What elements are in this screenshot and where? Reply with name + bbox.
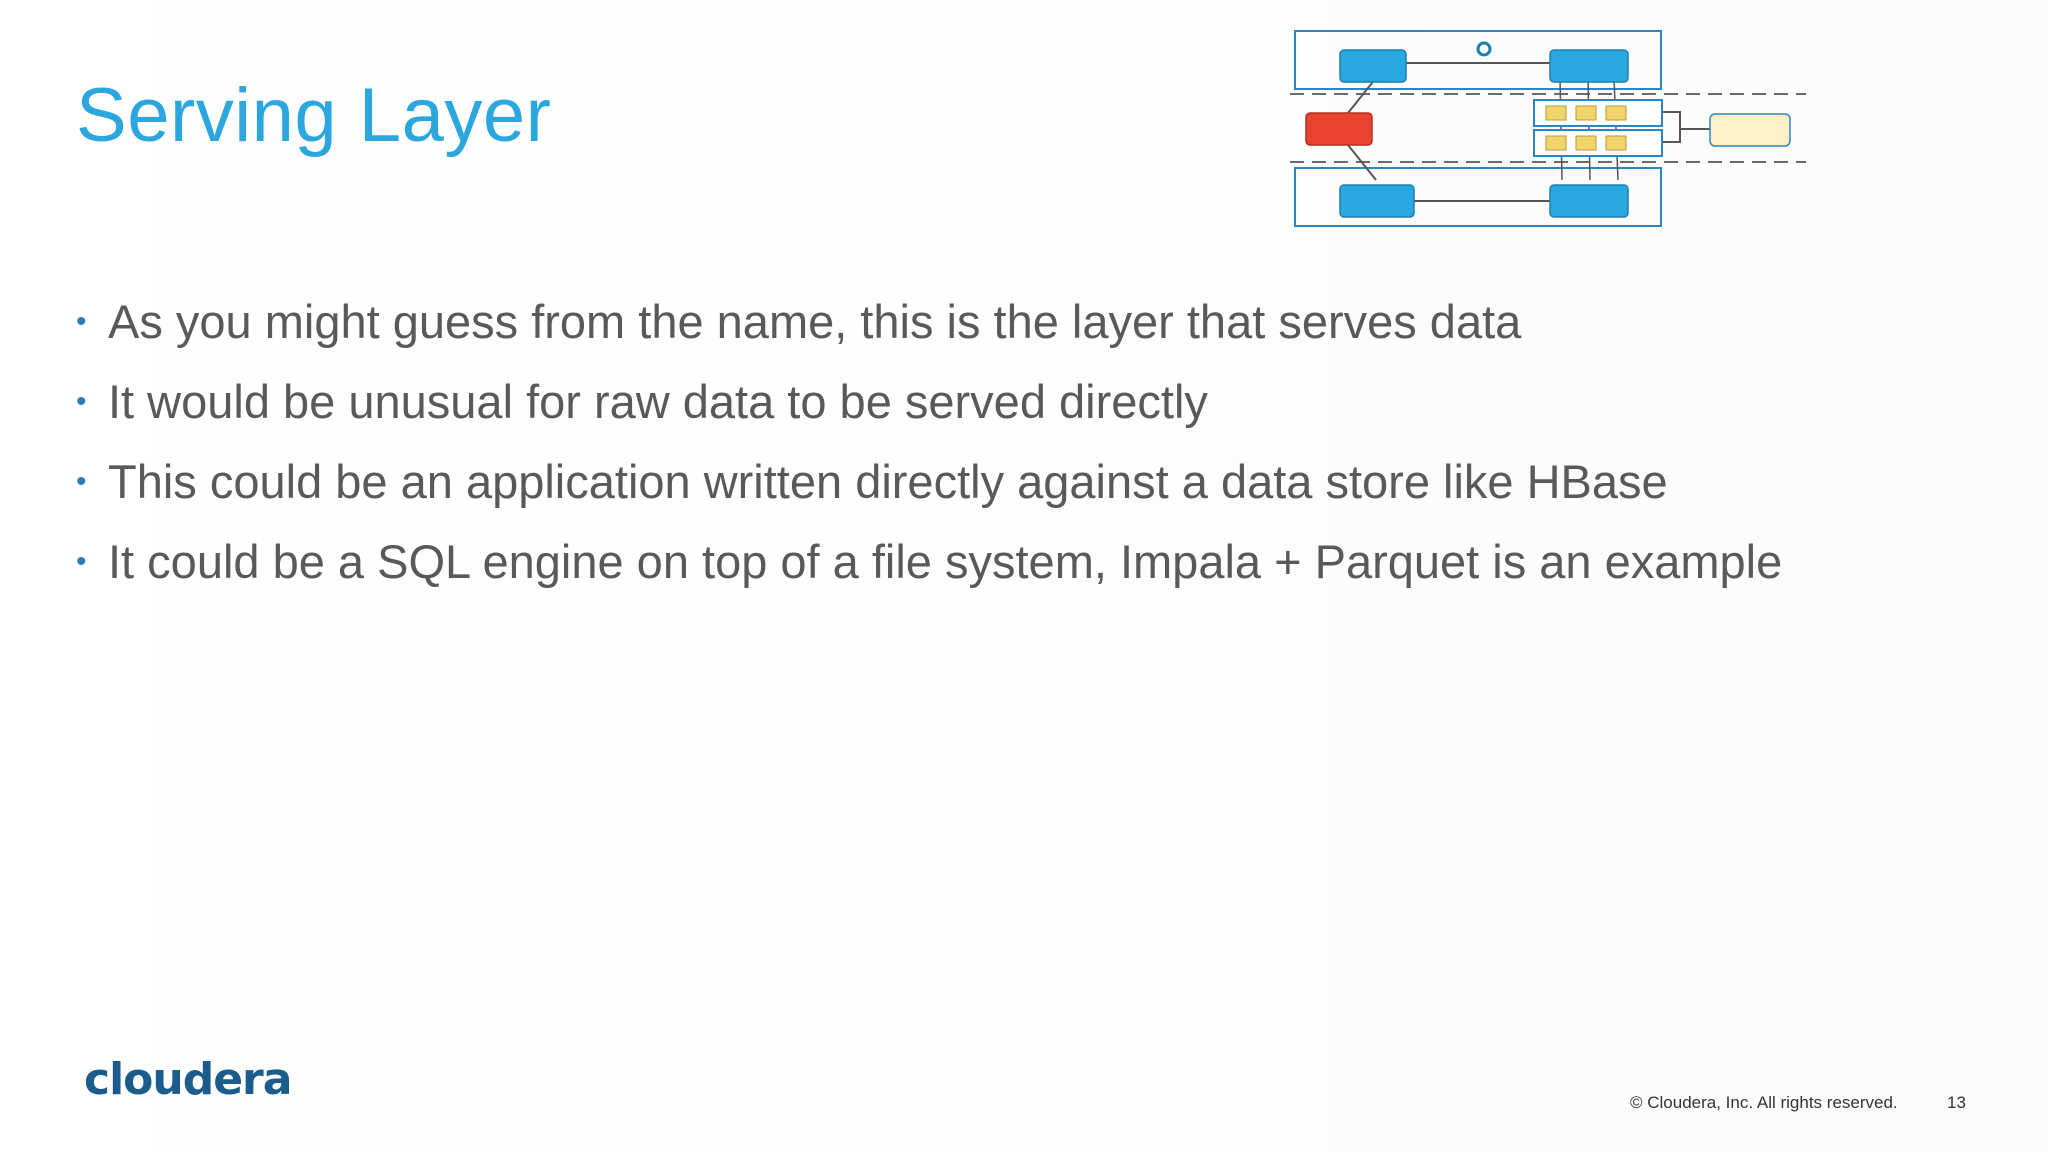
bullet-marker: • bbox=[76, 545, 87, 578]
bullet-marker: • bbox=[76, 465, 87, 498]
bullet-text: It could be a SQL engine on top of a fil… bbox=[108, 534, 1783, 588]
cloudera-logo: cloudera bbox=[84, 1054, 292, 1105]
bullet-item: • It could be a SQL engine on top of a f… bbox=[76, 522, 1782, 602]
slide-title: Serving Layer bbox=[76, 73, 552, 158]
node-output bbox=[1709, 113, 1791, 147]
bullet-list: • As you might guess from the name, this… bbox=[76, 282, 1782, 602]
node-top-left bbox=[1339, 49, 1407, 83]
node-red bbox=[1305, 112, 1373, 146]
bullet-item: • It would be unusual for raw data to be… bbox=[76, 362, 1782, 442]
bullet-text: This could be an application written dir… bbox=[108, 454, 1668, 508]
copyright-text: © Cloudera, Inc. All rights reserved. bbox=[1630, 1093, 1898, 1112]
bullet-text: As you might guess from the name, this i… bbox=[108, 294, 1522, 348]
node-bottom-left bbox=[1339, 184, 1415, 218]
bullet-marker: • bbox=[76, 305, 87, 338]
node-bottom-right bbox=[1549, 184, 1629, 218]
bullet-text: It would be unusual for raw data to be s… bbox=[108, 374, 1208, 428]
bottom-container bbox=[1294, 167, 1662, 227]
architecture-thumbnail-icon bbox=[1290, 30, 1806, 227]
bullet-item: • As you might guess from the name, this… bbox=[76, 282, 1782, 362]
refresh-icon bbox=[1476, 41, 1492, 57]
bullet-marker: • bbox=[76, 385, 87, 418]
top-container bbox=[1294, 30, 1662, 90]
node-top-right bbox=[1549, 49, 1629, 83]
page-number: 13 bbox=[1947, 1093, 1966, 1112]
serving-container-row2 bbox=[1533, 129, 1663, 157]
bullet-item: • This could be an application written d… bbox=[76, 442, 1782, 522]
